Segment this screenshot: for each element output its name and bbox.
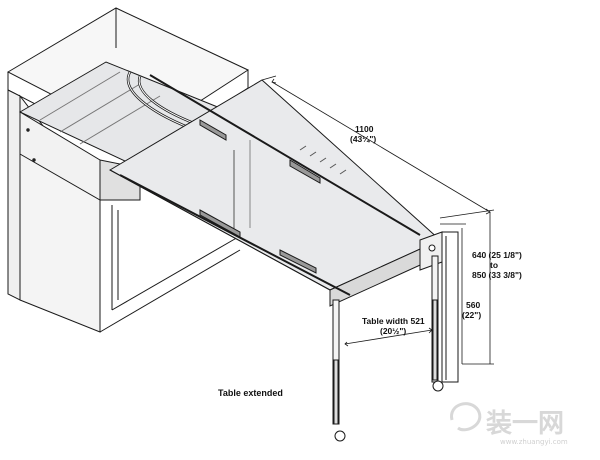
front-caster xyxy=(334,430,346,442)
caption: Table extended xyxy=(218,388,283,398)
rear-caster xyxy=(432,380,444,392)
table-width: Table width 521 xyxy=(362,316,425,326)
table-width-imperial: (20½") xyxy=(380,326,406,336)
watermark-text: 装一网 xyxy=(486,409,564,439)
watermark-url: www.zhuangyi.com xyxy=(500,438,568,446)
cabinet-height: 560 xyxy=(466,300,480,310)
table-surface xyxy=(108,74,443,307)
height-max: 850 (33 3/8") xyxy=(472,270,522,280)
table-legs xyxy=(332,231,459,442)
cabinet-height-imperial: (22") xyxy=(462,310,481,320)
length-dimension-imperial: (43¼") xyxy=(350,134,376,144)
dimension-lines xyxy=(261,75,495,365)
length-dimension: 1100 xyxy=(355,124,374,134)
height-to: to xyxy=(490,260,498,270)
watermark-logo xyxy=(450,402,482,432)
cabinet-side xyxy=(7,89,21,301)
height-min: 640 (25 1/8") xyxy=(472,250,522,260)
watermark: 装一网 www.zhuangyi.com xyxy=(450,402,568,446)
